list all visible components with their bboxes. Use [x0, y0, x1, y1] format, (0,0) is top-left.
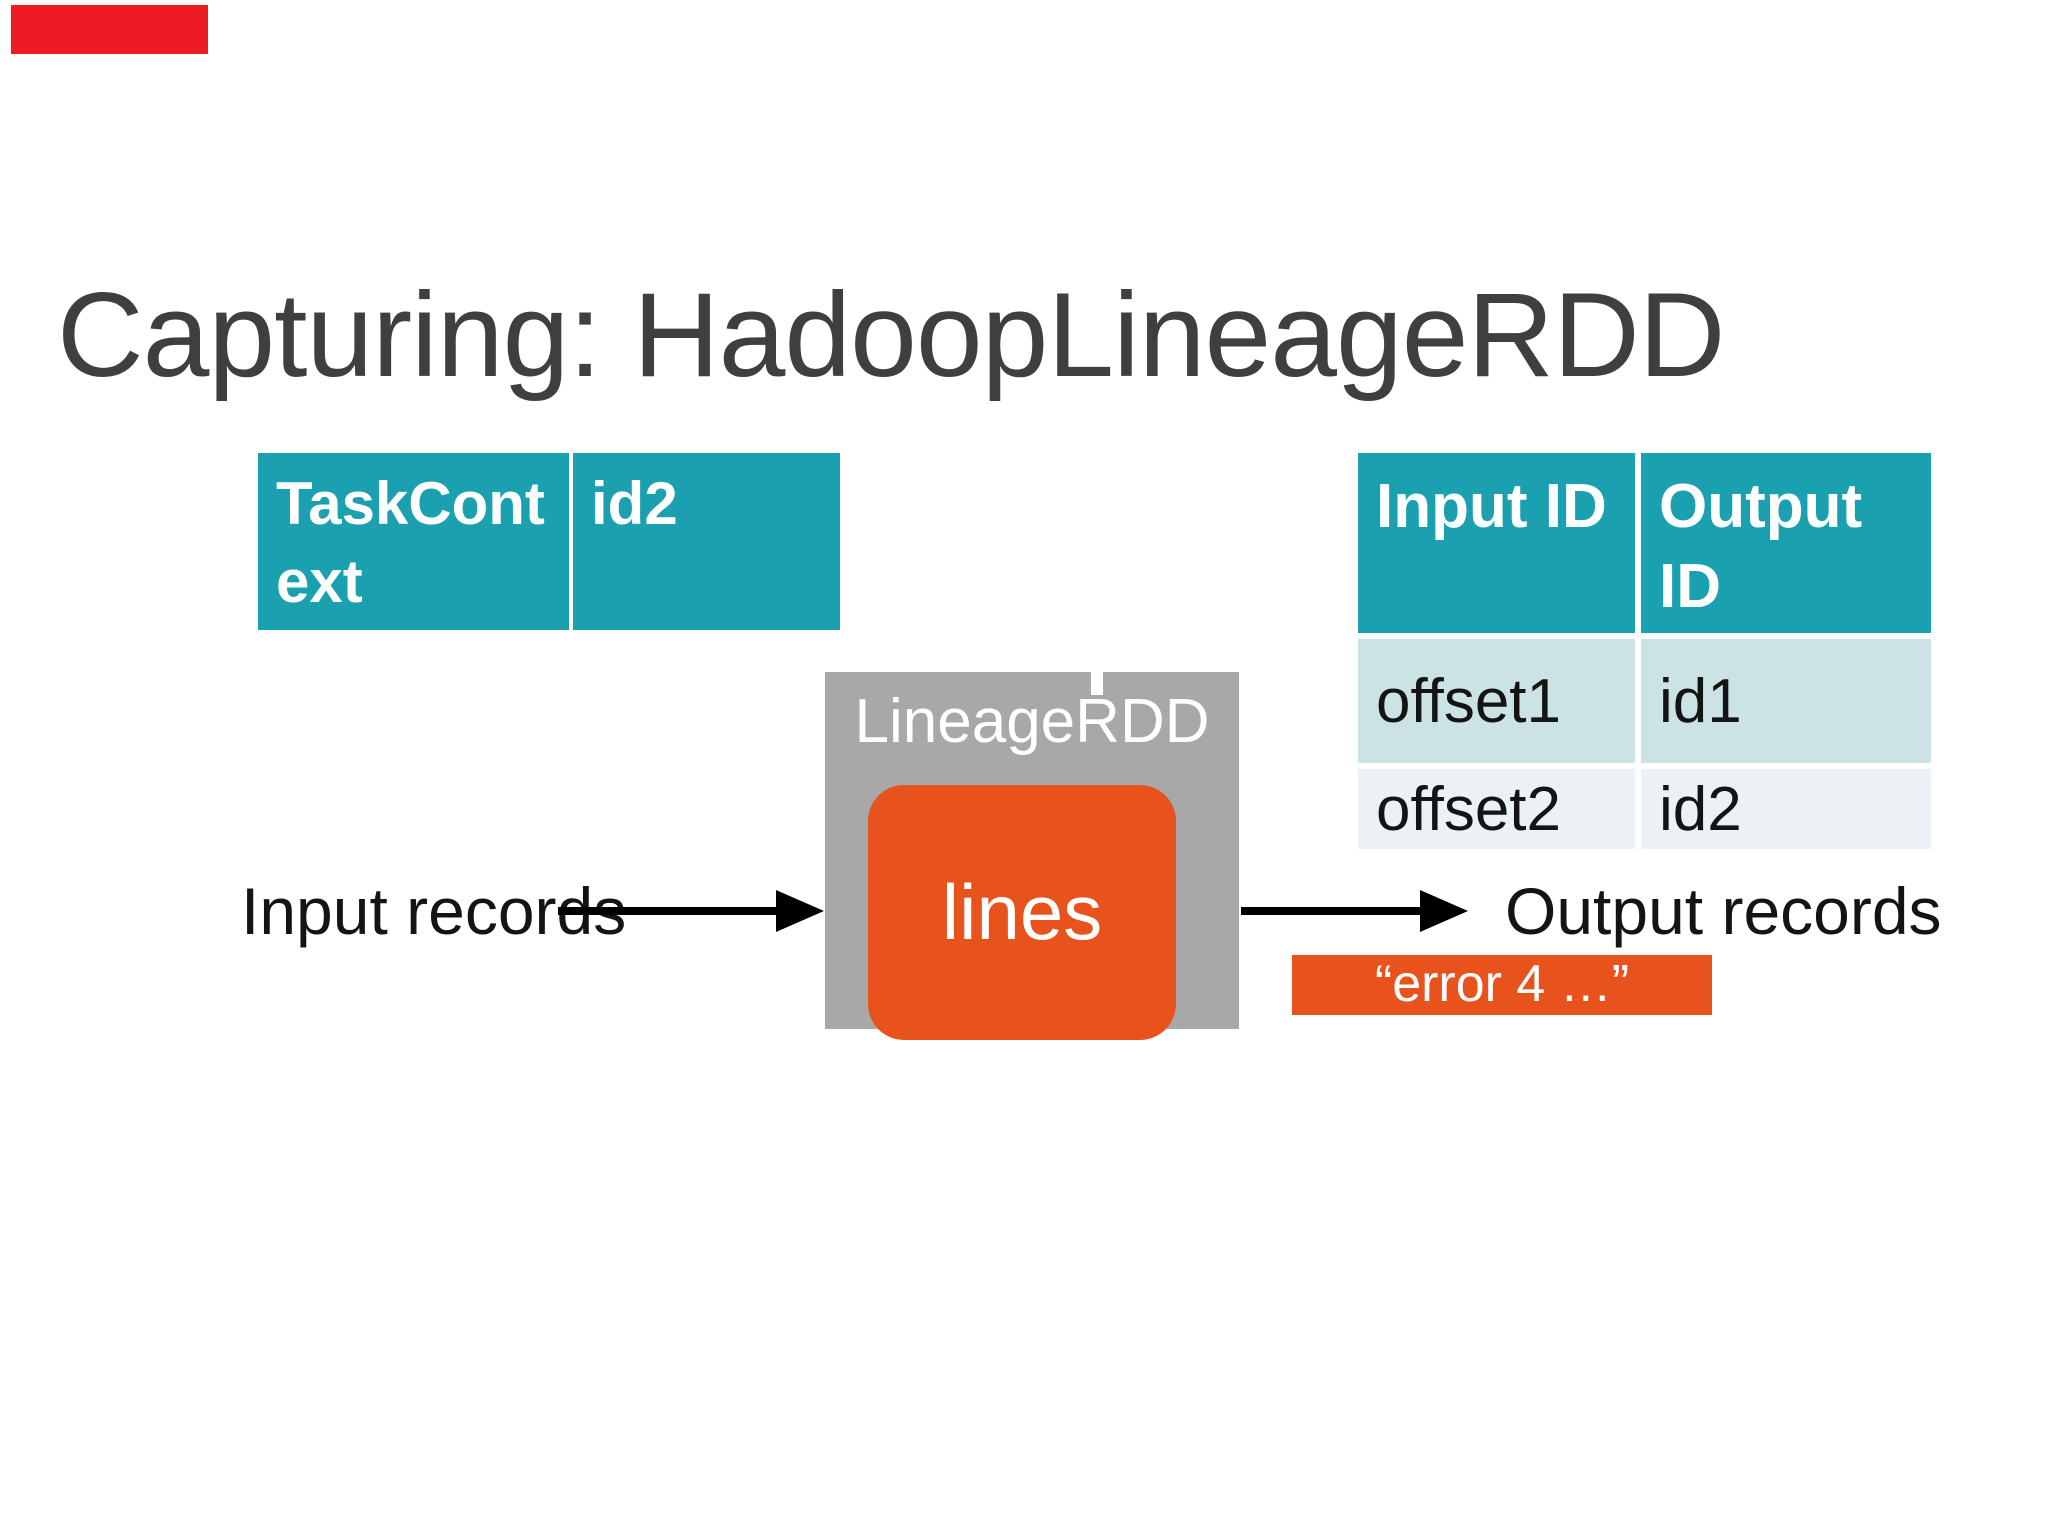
output-id-value: id2	[1641, 769, 1931, 849]
output-arrow	[1241, 890, 1468, 932]
input-id-value: offset2	[1358, 769, 1635, 849]
artifact-notch	[1091, 672, 1103, 695]
output-records-label: Output records	[1505, 874, 1942, 948]
task-id-cell: id2	[573, 453, 840, 630]
lineage-rdd-label: LineageRDD	[854, 687, 1210, 756]
input-records-label: Input records	[241, 874, 627, 948]
corner-red-bar	[11, 5, 208, 54]
error-record-badge: “error 4 …”	[1292, 955, 1712, 1015]
table-row: offset2 id2	[1358, 769, 1931, 849]
lineage-mapping-table: Input ID Output ID offset1 id1 offset2 i…	[1358, 453, 1931, 849]
output-id-value: id1	[1641, 639, 1931, 763]
lines-node-label: lines	[941, 868, 1103, 956]
lines-node: lines	[868, 785, 1176, 1040]
slide-title: Capturing: HadoopLineageRDD	[57, 268, 1725, 402]
task-context-table: TaskContext id2	[258, 453, 840, 630]
table-row: offset1 id1	[1358, 639, 1931, 763]
input-id-value: offset1	[1358, 639, 1635, 763]
output-id-header: Output ID	[1641, 453, 1931, 633]
task-context-cell: TaskContext	[258, 453, 569, 630]
table-header-row: Input ID Output ID	[1358, 453, 1931, 633]
input-id-header: Input ID	[1358, 453, 1635, 633]
